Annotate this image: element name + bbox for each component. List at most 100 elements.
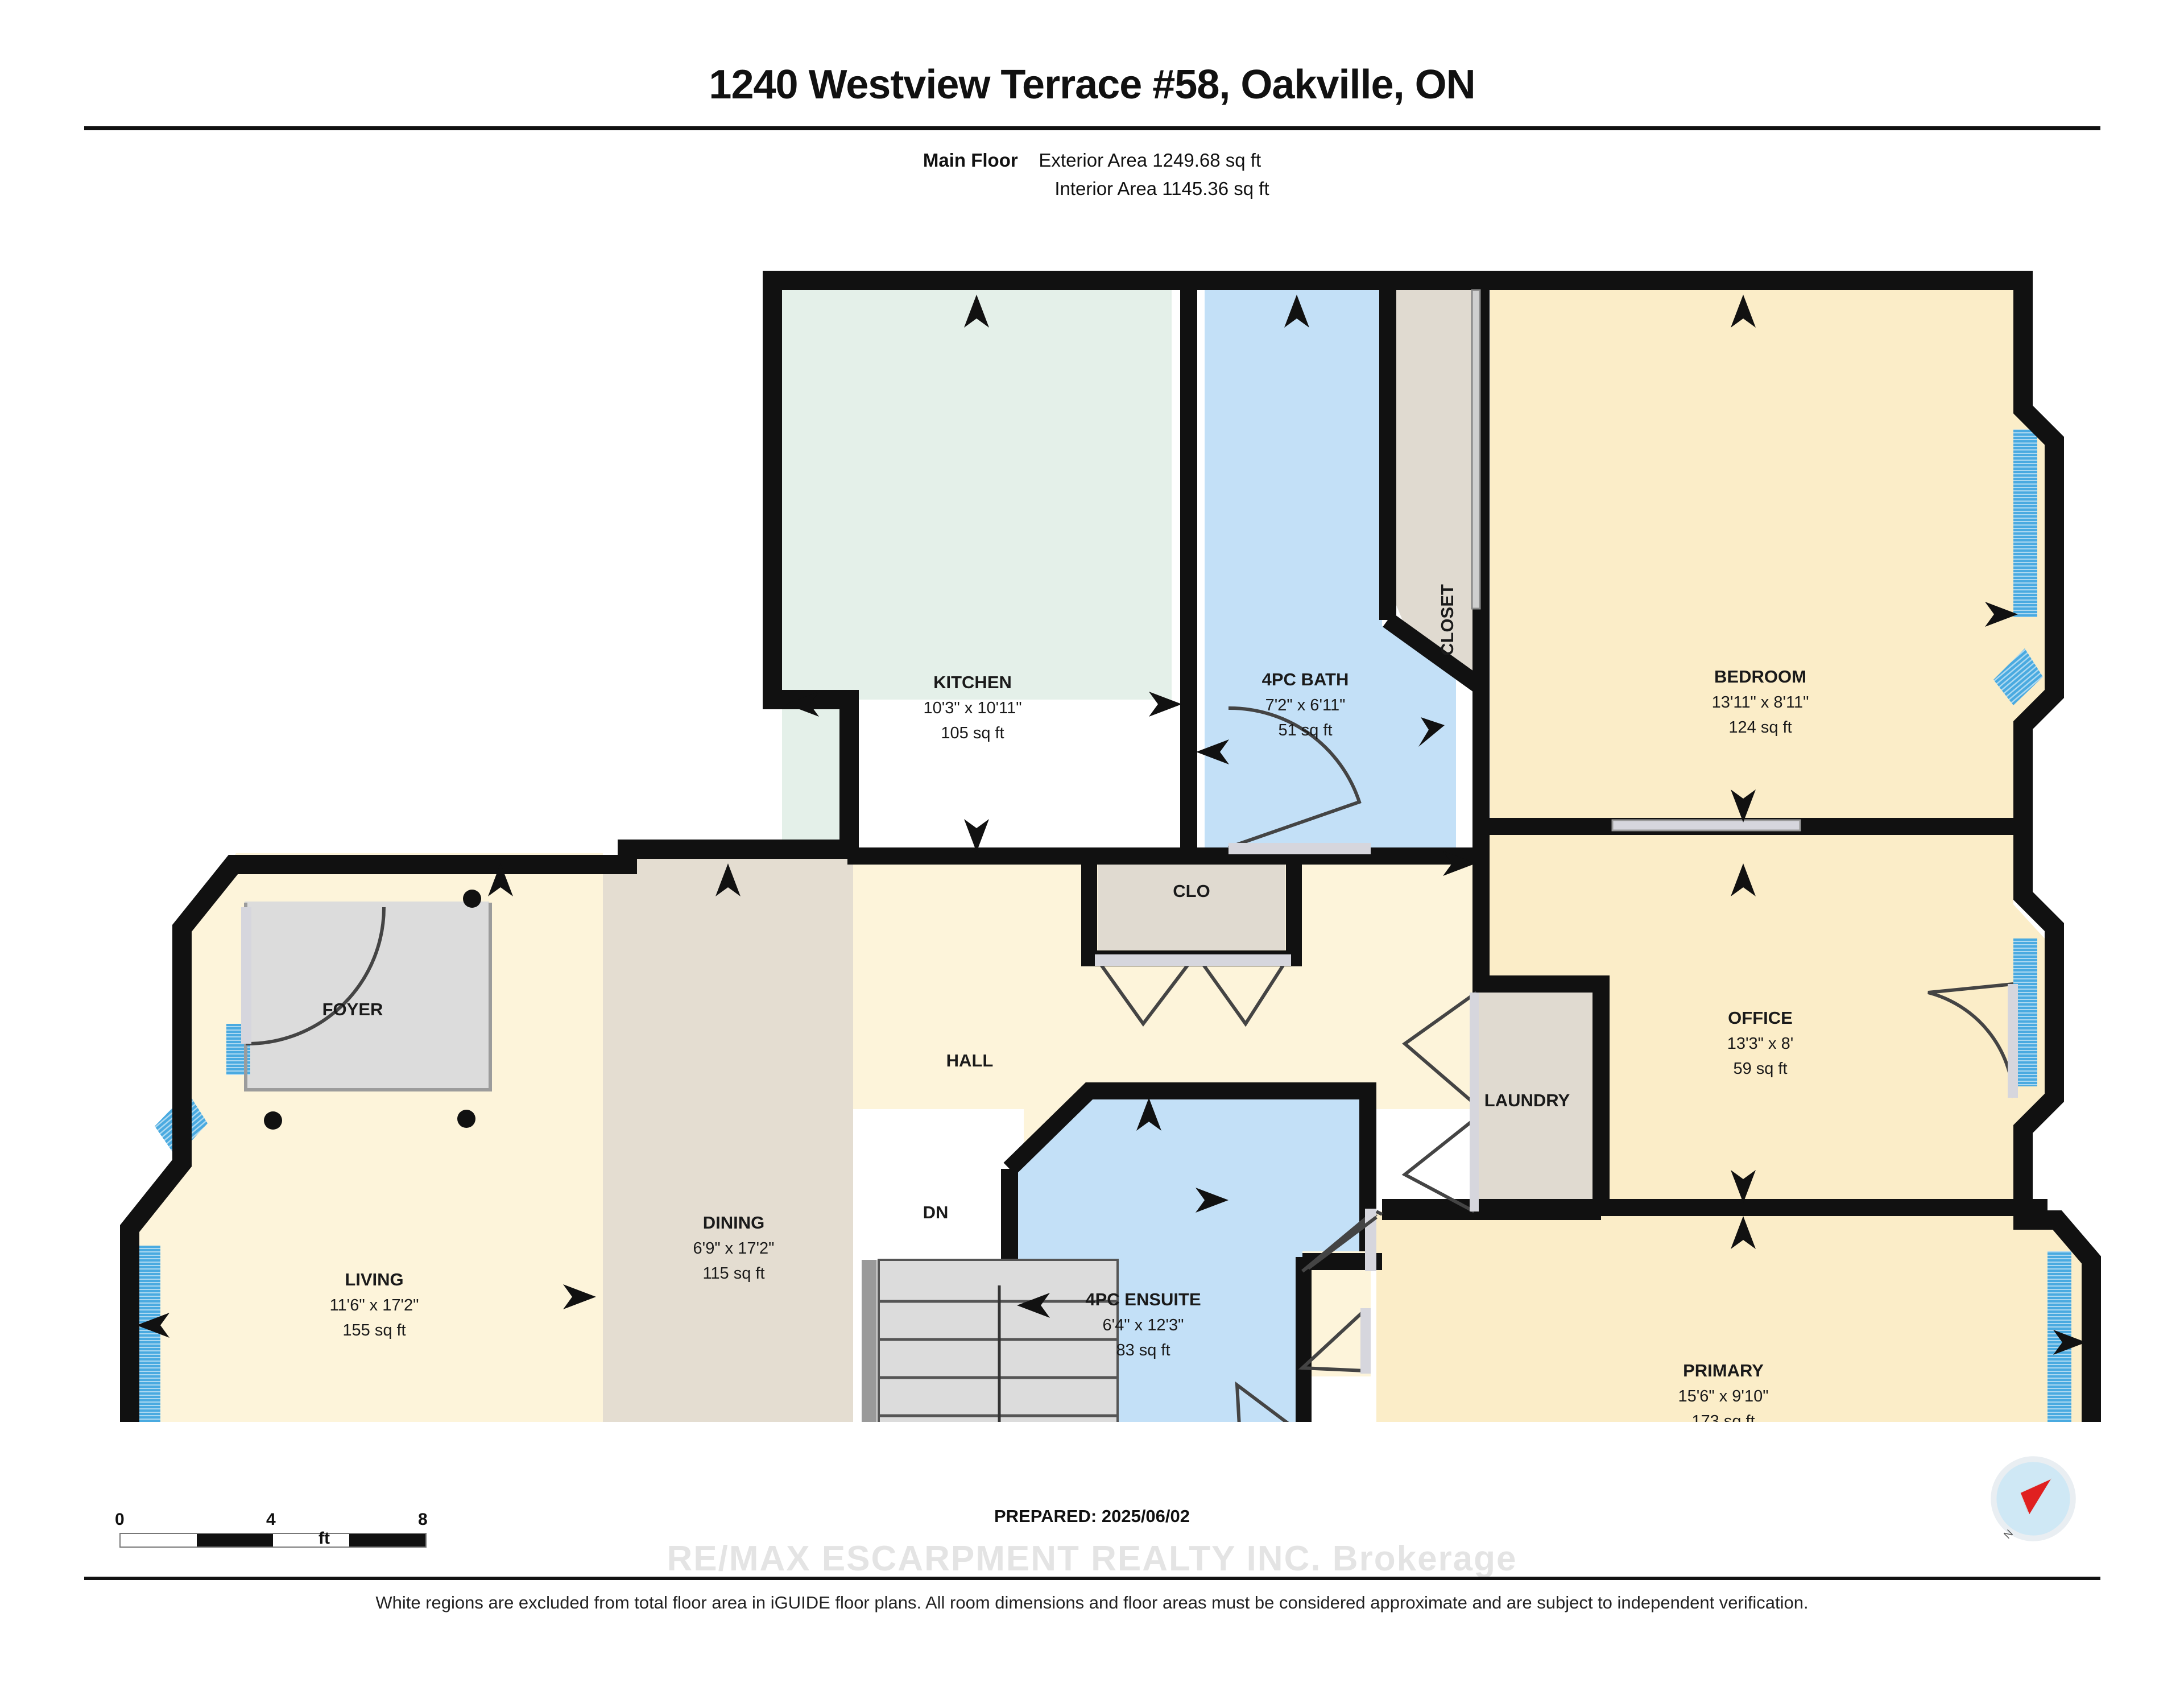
label-closet: CLOSET (1437, 584, 1457, 656)
room-fill-primary (1376, 1212, 2082, 1422)
arrow-bath-down (1418, 717, 1445, 747)
staircase (878, 1259, 1119, 1422)
room-labels: KITCHEN 10'3" x 10'11" 105 sq ft 4PC BATH 7'… (330, 667, 1809, 1422)
arrow-bedroom-down (1731, 789, 1756, 822)
exterior-area: Exterior Area 1249.68 sq ft (1039, 150, 1261, 171)
arrow-hall-right (1443, 851, 1476, 876)
room-label-primary-dims: 15'6" x 9'10" (1678, 1387, 1768, 1405)
room-label-primary-area: 173 sq ft (1691, 1412, 1755, 1422)
door-hall-laundry (1375, 1210, 1383, 1216)
door-panel-office (2008, 984, 2018, 1098)
room-fill-bedroom (1490, 290, 2045, 819)
window-bedroom-corner (1993, 648, 2043, 705)
room-fill-kitchen (782, 290, 1172, 856)
door-bath (1228, 706, 1362, 849)
door-panel-foyer (241, 907, 251, 1044)
scale-seg-2 (197, 1534, 273, 1547)
footer-divider (84, 1577, 2100, 1580)
scale-bar-segments (119, 1533, 427, 1548)
floorplan-drawing: KITCHEN 10'3" x 10'11" 105 sq ft 4PC BATH 7'… (120, 271, 2101, 1422)
interior-area: Interior Area 1145.36 sq ft (1054, 178, 1269, 200)
arrow-ensuite-left (1017, 1293, 1050, 1318)
room-label-dining-area: 115 sq ft (702, 1264, 764, 1283)
door-ensuite (1298, 1309, 1366, 1372)
room-label-living-name: LIVING (345, 1270, 403, 1289)
room-label-bedroom-dims: 13'11" x 8'11" (1712, 693, 1809, 712)
room-label-office-name: OFFICE (1728, 1008, 1793, 1028)
room-label-bath-name: 4PC BATH (1262, 669, 1349, 689)
column-dot-2 (264, 1111, 282, 1130)
plain-labels: FOYERHALLCLOCLOSETLAUNDRYWICDNF/P (322, 584, 1570, 1222)
arrow-ensuite-up (1136, 1098, 1161, 1131)
room-label-bath-area: 51 sq ft (1278, 721, 1332, 739)
arrow-dining-up (715, 863, 741, 896)
wall-ensuite (1003, 1082, 1376, 1251)
arrow-bedroom-hall (1731, 863, 1756, 896)
door-laundry-bottom (1401, 1116, 1478, 1213)
room-fill-clo (1098, 859, 1285, 950)
doors (241, 289, 2018, 1422)
arrow-bath-up (1284, 295, 1309, 328)
room-label-ensuite-name: 4PC ENSUITE (1085, 1289, 1201, 1309)
arrow-office-down (1731, 1170, 1756, 1203)
room-fill-closet (1391, 290, 1479, 677)
door-panel-bath (1228, 843, 1371, 854)
column-dot-1 (463, 890, 481, 908)
scale-bar: 0 4 8 (115, 1510, 428, 1548)
arrow-living-left (136, 1313, 169, 1338)
column-dot-3 (457, 1110, 475, 1128)
prepared-date: PREPARED: 2025/06/02 (994, 1506, 1190, 1526)
door-foyer (246, 907, 386, 1046)
scale-ticks: 0 4 8 (115, 1510, 428, 1533)
room-label-kitchen-dims: 10'3" x 10'11" (923, 699, 1021, 717)
label-foyer: FOYER (322, 999, 383, 1019)
room-label-living-area: 155 sq ft (342, 1321, 406, 1339)
room-label-bath-dims: 7'2" x 6'11" (1265, 696, 1346, 714)
label-clo: CLO (1173, 881, 1210, 901)
scale-unit: ft (318, 1529, 330, 1548)
door-bedroom-closet (1611, 819, 1801, 832)
arrow-kitchen-left (786, 692, 819, 717)
room-fills (139, 290, 2082, 1422)
column-markers (264, 890, 481, 1130)
room-label-dining-name: DINING (703, 1213, 765, 1233)
room-label-ensuite-area: 83 sq ft (1116, 1341, 1170, 1359)
scale-tick-2: 8 (418, 1510, 428, 1529)
arrow-living-up (488, 863, 513, 896)
scale-seg-3 (273, 1534, 349, 1547)
arrow-kitchen-up (964, 295, 989, 328)
room-label-kitchen-name: KITCHEN (933, 672, 1012, 692)
door-closet-slider (1471, 289, 1481, 610)
label-laundry: LAUNDRY (1484, 1090, 1570, 1110)
arrow-primary-right (2053, 1330, 2086, 1355)
door-clo-right (1198, 959, 1288, 1027)
scale-tick-1: 4 (266, 1510, 276, 1529)
scale-tick-0: 0 (115, 1510, 125, 1529)
door-panel-laundry (1470, 993, 1479, 1212)
room-fill-foyer (245, 902, 489, 1089)
page-title: 1240 Westview Terrace #58, Oakville, ON (709, 62, 1475, 107)
room-label-ensuite-dims: 6'4" x 12'3" (1103, 1316, 1184, 1334)
label-hall: HALL (946, 1051, 994, 1070)
room-label-bedroom-area: 124 sq ft (1728, 718, 1792, 737)
door-panel-clo (1095, 954, 1291, 966)
wall-bath-angled (1383, 613, 1484, 693)
arrow-ensuite-right (1196, 1188, 1228, 1213)
scale-seg-4 (349, 1534, 425, 1547)
room-label-bedroom-name: BEDROOM (1714, 667, 1806, 687)
header-divider (84, 126, 2100, 130)
room-label-kitchen-area: 105 sq ft (941, 724, 1004, 742)
room-label-primary-name: PRIMARY (1683, 1361, 1764, 1380)
dimension-arrows (136, 295, 2086, 1355)
window-living-left (136, 1246, 160, 1422)
exterior-wall-outline (120, 271, 2101, 1422)
arrow-bedroom-right (1985, 602, 2018, 627)
room-label-office-area: 59 sq ft (1733, 1060, 1787, 1078)
scale-seg-1 (121, 1534, 197, 1547)
disclaimer-text: White regions are excluded from total fl… (375, 1593, 1809, 1612)
arrow-kitchen-down (964, 819, 989, 852)
door-hall-primary (1307, 1215, 1378, 1270)
room-label-living-dims: 11'6" x 17'2" (330, 1296, 419, 1314)
window-bedroom-right (2013, 429, 2037, 617)
